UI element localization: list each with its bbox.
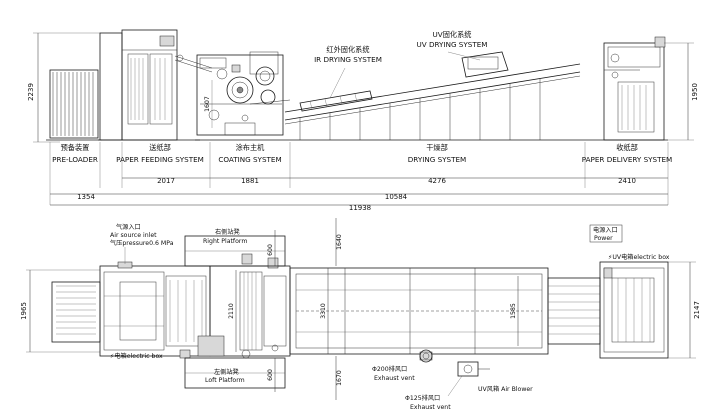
plan-feeder	[99, 261, 211, 359]
section-1-en: PAPER FEEDING SYSTEM	[116, 155, 204, 164]
right-platform: 右侧站凳 Right Platform 600	[184, 228, 286, 267]
left-platform-en: Loft Platform	[205, 377, 245, 384]
paper-feeder	[98, 29, 213, 141]
dim-1585: 1585	[510, 303, 517, 319]
dim-pre: 1354	[77, 193, 95, 201]
section-2-cn: 涂布主机	[236, 143, 266, 152]
left-platform-cn: 左侧站凳	[214, 368, 239, 376]
dim-plan-width-left: 1965	[20, 302, 28, 320]
drying-conveyor	[284, 51, 600, 141]
bolt-icon: ⚡	[608, 254, 612, 261]
plan-coating	[197, 253, 291, 359]
section-2-en: COATING SYSTEM	[218, 155, 281, 164]
dim-dry: 4276	[428, 177, 446, 185]
dim-600-top: 600	[267, 244, 274, 256]
exhaust-200-en: Exhaust vent	[374, 375, 415, 382]
label-ir-en: IR DRYING SYSTEM	[314, 55, 382, 64]
label-uv-cn: UV固化系统	[433, 30, 472, 39]
dim-total: 11938	[349, 204, 371, 212]
section-4-cn: 收纸部	[616, 143, 638, 152]
dim-height-left: 2239	[27, 83, 35, 101]
plan-view: 1965	[20, 218, 701, 411]
section-0-en: PRE-LOADER	[52, 155, 98, 164]
label-uv-en: UV DRYING SYSTEM	[417, 40, 488, 49]
exhaust-200-cn: Φ200排风口	[372, 365, 407, 373]
electric-box-left: ⚡电箱electric box	[110, 352, 163, 360]
elevation-view: 2239	[27, 29, 699, 212]
power-inlet-cn: 电源入口	[593, 226, 618, 234]
coating-unit: 1607	[195, 51, 291, 141]
paper-delivery: 1950	[600, 36, 699, 141]
dim-1640: 1640	[336, 234, 343, 250]
air-inlet-cn: 气源入口	[116, 223, 141, 231]
dim-feed: 2017	[157, 177, 175, 185]
section-3-en: DRYING SYSTEM	[408, 155, 466, 164]
dim-600-bottom: 600	[267, 369, 274, 381]
exhaust-125-cn: Φ125排风口	[405, 394, 440, 402]
dim-coat: 1881	[241, 177, 259, 185]
dim-2110: 2110	[228, 303, 235, 319]
label-ir-cn: 红外固化系统	[326, 45, 369, 54]
dim-plan-width-right: 2147	[693, 301, 701, 319]
dim-height-right: 1950	[691, 83, 699, 101]
dim-mid: 10584	[385, 193, 408, 201]
pre-loader	[46, 69, 102, 141]
power-inlet-en: Power	[594, 235, 613, 242]
plan-delivery	[547, 261, 669, 359]
left-platform: 左侧站凳 Loft Platform 600	[184, 357, 286, 392]
right-platform-en: Right Platform	[203, 238, 247, 245]
section-0-cn: 预备装置	[61, 143, 90, 152]
exhaust-vent-200-icon	[419, 349, 433, 363]
air-inlet-en: Air source inlet	[110, 232, 157, 239]
dim-height-coating: 1607	[204, 96, 211, 112]
air-pressure: 气压pressure0.6 MPa	[110, 239, 174, 247]
section-3-cn: 干燥部	[426, 143, 448, 152]
plan-pre-loader	[51, 281, 101, 343]
air-blower-icon	[457, 361, 479, 377]
dim-deliv: 2410	[618, 177, 636, 185]
section-1-cn: 送纸部	[149, 143, 171, 152]
air-blower: UV风箱 Air Blower	[478, 385, 533, 393]
bolt-icon: ⚡	[110, 353, 114, 360]
section-4-en: PAPER DELIVERY SYSTEM	[582, 155, 672, 164]
dim-3310: 3310	[320, 303, 327, 319]
right-platform-cn: 右侧站凳	[215, 228, 240, 236]
exhaust-125-en: Exhaust vent	[410, 404, 451, 411]
uv-electric-box: ⚡UV电箱electric box	[608, 253, 670, 261]
dim-1670: 1670	[336, 370, 343, 386]
